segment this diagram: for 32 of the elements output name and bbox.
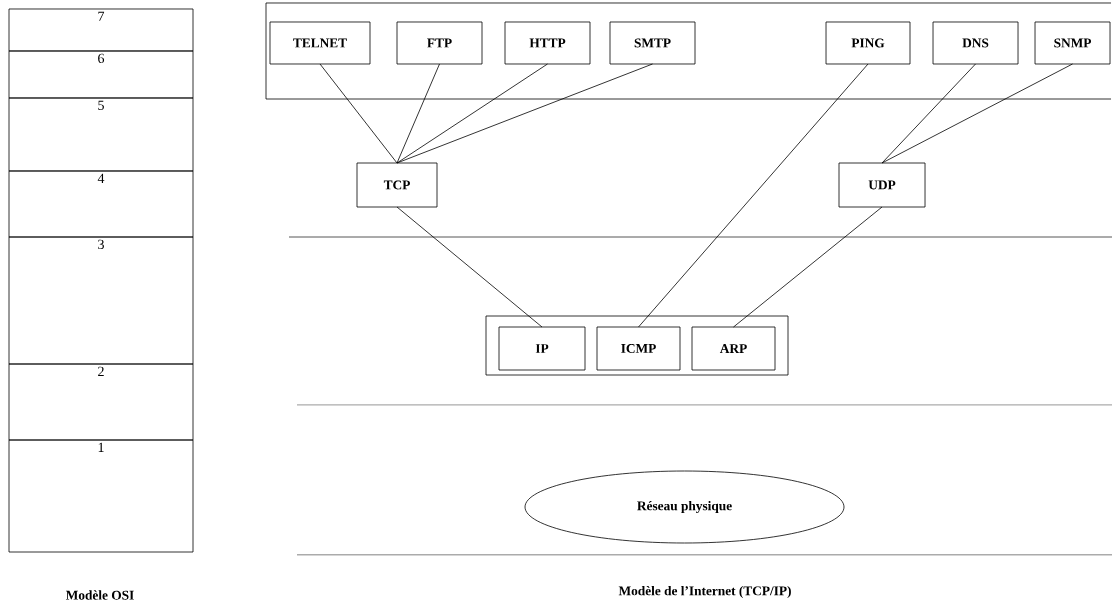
protocol-box: ARP (691, 326, 776, 371)
protocol-box: ICMP (596, 326, 681, 371)
layer-box: 5 (8, 97, 194, 172)
protocol-box (485, 315, 789, 376)
connector-line (881, 63, 1073, 164)
connector-line (881, 63, 976, 164)
layer-box: 3 (8, 236, 194, 365)
layer-box: 7 (8, 8, 194, 52)
protocol-box: TCP (356, 162, 438, 208)
protocol-box: DNS (932, 21, 1019, 65)
protocol-box: HTTP (504, 21, 591, 65)
connector-line (396, 206, 543, 328)
connector-line (396, 63, 440, 164)
protocol-box: TELNET (269, 21, 371, 65)
connector-line (396, 63, 548, 164)
protocol-box: IP (498, 326, 586, 371)
layer-box: 6 (8, 50, 194, 99)
protocol-box: PING (825, 21, 911, 65)
connector-line (319, 63, 398, 164)
protocol-box: SMTP (609, 21, 696, 65)
connector-line (396, 63, 653, 164)
connector-line (733, 206, 883, 328)
connector-line (638, 63, 869, 328)
caption: Modèle de l’Internet (TCP/IP) (618, 585, 791, 599)
caption: Modèle OSI (65, 590, 134, 600)
layer-box: 2 (8, 363, 194, 441)
protocol-box: SNMP (1034, 21, 1111, 65)
protocol-box: FTP (396, 21, 483, 65)
protocol-box: UDP (838, 162, 926, 208)
layer-band (265, 2, 1112, 100)
layer-box: 1 (8, 439, 194, 553)
layer-box: 4 (8, 170, 194, 238)
